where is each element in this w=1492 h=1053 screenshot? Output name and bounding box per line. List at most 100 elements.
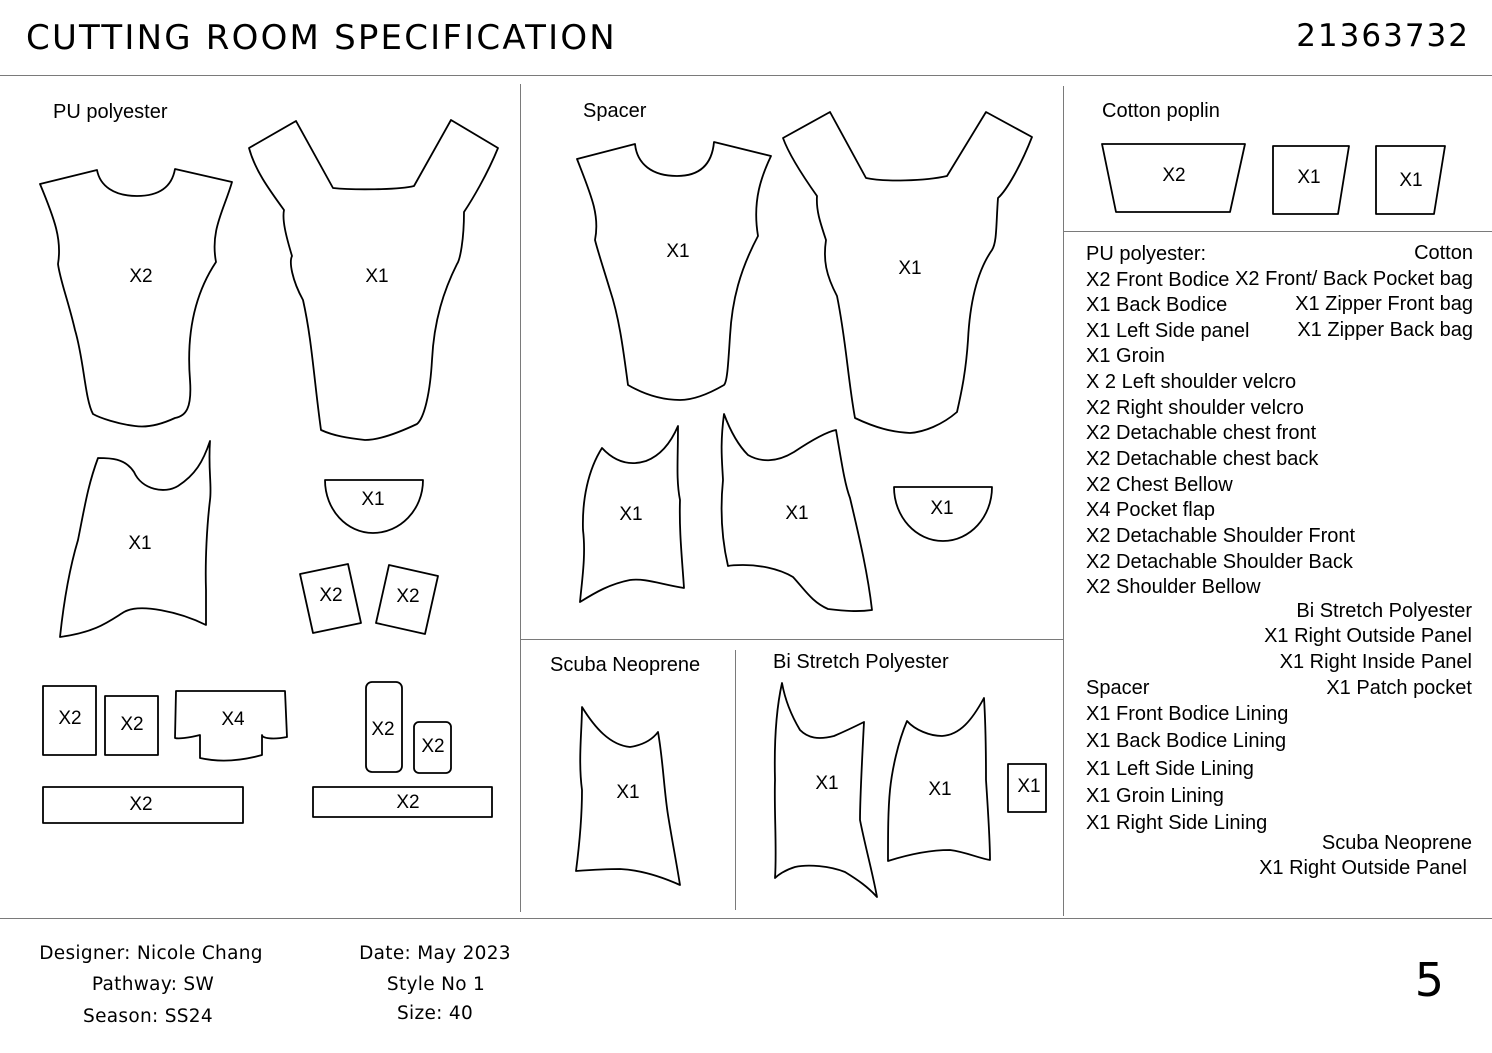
qty-pu-tall-rounded: X2 [371,719,395,740]
pu-long-strip-right-shape [312,786,493,818]
divider-pu-spacer [520,84,521,912]
qty-pu-long-strip-right: X2 [396,792,420,813]
pu-side-panel-shape [59,440,212,638]
qty-spacer-front: X1 [666,241,690,262]
pu-front-bodice-shape [39,168,233,428]
qty-bistretch-inside: X1 [928,779,952,800]
qty-spacer-left-side: X1 [619,504,643,525]
spacer-back-shape [782,111,1033,434]
footer-date: Date: May 2023 [359,943,511,964]
spacer-front-shape [576,141,772,401]
divider-spacer-list [1063,86,1064,916]
cut-list-spacer-item: X1 Groin Lining [1086,785,1224,807]
cut-list-bistretch-heading: Bi Stretch Polyester [1296,600,1472,622]
cut-list-spacer-item: X1 Front Bodice Lining [1086,703,1289,725]
footer-size: Size: 40 [396,1003,474,1024]
cut-list-pu-item: X2 Detachable chest front [1086,422,1317,444]
cut-list-cotton-heading: Cotton [1414,242,1473,264]
divider-scuba-bistretch [735,650,736,910]
qty-cotton-rect-a: X1 [1297,167,1321,188]
cut-list-spacer-item: X1 Left Side Lining [1086,758,1254,780]
cut-list-scuba-heading: Scuba Neoprene [1321,832,1472,854]
qty-pu-rect-a: X2 [58,708,82,729]
cut-list-pu-item: X2 Shoulder Bellow [1086,576,1261,598]
page-title: CUTTING ROOM SPECIFICATION [26,18,617,58]
footer-style: Style No 1 [386,974,486,995]
panel-label-bistretch: Bi Stretch Polyester [773,651,949,673]
cut-list-pu-item: X2 Detachable Shoulder Front [1086,525,1356,547]
cotton-rect-b-shape [1375,145,1446,215]
qty-scuba-panel: X1 [616,782,640,803]
pu-rect-a-shape [42,685,97,756]
cut-list-pu-item: X2 Detachable chest back [1086,448,1319,470]
qty-pu-small-left: X2 [319,585,343,606]
qty-pu-side-panel: X1 [128,533,152,554]
qty-pu-pocket-flap: X4 [221,709,245,730]
cut-list-pu-item: X2 Detachable Shoulder Back [1086,551,1353,573]
spacer-right-side-shape [720,413,873,612]
cut-list-pu-item: X 2 Left shoulder velcro [1086,371,1297,393]
qty-cotton-trap: X2 [1162,165,1186,186]
qty-pu-small-right: X2 [396,586,420,607]
qty-pu-groin: X1 [361,489,385,510]
divider-spacer-bottom [521,639,1063,640]
cut-list-pu-item: X4 Pocket flap [1086,499,1215,521]
footer-season: Season: SS24 [83,1006,213,1027]
cut-list-cotton-item: X1 Zipper Front bag [1295,293,1473,315]
qty-bistretch-patch: X1 [1017,776,1041,797]
qty-bistretch-outside: X1 [815,773,839,794]
qty-spacer-right-side: X1 [785,503,809,524]
cut-list-pu-item: X1 Groin [1086,345,1165,367]
cotton-trap-shape [1101,143,1246,213]
qty-pu-back-bodice: X1 [365,266,389,287]
qty-pu-small-rounded: X2 [421,736,445,757]
panel-label-pu: PU polyester [53,101,168,123]
pu-pocket-flap-shape [174,690,288,762]
bistretch-patch-shape [1007,763,1047,813]
cut-list-spacer-heading: Spacer [1086,677,1150,699]
panel-label-scuba: Scuba Neoprene [550,654,701,676]
spacer-groin-shape [893,486,993,542]
cut-list-cotton-item: X1 Zipper Back bag [1297,319,1473,341]
cut-list-pu-item: X2 Front Bodice [1086,269,1230,291]
pu-small-rounded-shape [413,721,452,774]
pu-groin-shape [324,479,424,534]
qty-spacer-back: X1 [898,258,922,279]
panel-label-spacer: Spacer [583,100,647,122]
bistretch-inside-shape [887,697,991,862]
pu-small-right-shape [375,564,439,635]
cut-list-bistretch-item: X1 Right Outside Panel [1264,625,1472,647]
cut-list-spacer-item: X1 Back Bodice Lining [1086,730,1287,752]
cut-list-pu-item: X2 Right shoulder velcro [1086,397,1304,419]
cut-list-cotton-item: X2 Front/ Back Pocket bag [1235,268,1473,290]
header-divider [0,75,1492,76]
cut-list-pu-item: X1 Left Side panel [1086,320,1250,342]
document-number: 21363732 [1296,18,1470,54]
footer-pathway: Pathway: SW [91,974,215,995]
pu-long-strip-left-shape [42,786,244,824]
page-number: 5 [1414,953,1444,1007]
footer-designer: Designer: Nicole Chang [39,943,263,964]
pu-back-bodice-shape [248,119,499,441]
cut-list-pu-item: X2 Chest Bellow [1086,474,1233,496]
pu-small-left-shape [299,563,362,634]
pu-tall-rounded-shape [365,681,403,773]
divider-cotton-list [1064,231,1492,232]
qty-spacer-groin: X1 [930,498,954,519]
footer-divider [0,918,1492,919]
cut-list-scuba-item: X1 Right Outside Panel [1259,857,1467,879]
cut-list-bistretch-item: X1 Patch pocket [1326,677,1472,699]
pu-rect-b-shape [104,695,159,756]
cut-list-bistretch-item: X1 Right Inside Panel [1279,651,1472,673]
bistretch-outside-shape [773,682,878,898]
qty-pu-front-bodice: X2 [129,266,153,287]
scuba-panel-shape [575,706,681,886]
qty-cotton-rect-b: X1 [1399,170,1423,191]
qty-pu-rect-b: X2 [120,714,144,735]
spacer-left-side-shape [579,425,685,603]
cut-list-pu-item: X1 Back Bodice [1086,294,1228,316]
cut-list-spacer-item: X1 Right Side Lining [1086,812,1268,834]
cut-list-pu-heading: PU polyester: [1086,243,1207,265]
panel-label-cotton: Cotton poplin [1102,100,1220,122]
